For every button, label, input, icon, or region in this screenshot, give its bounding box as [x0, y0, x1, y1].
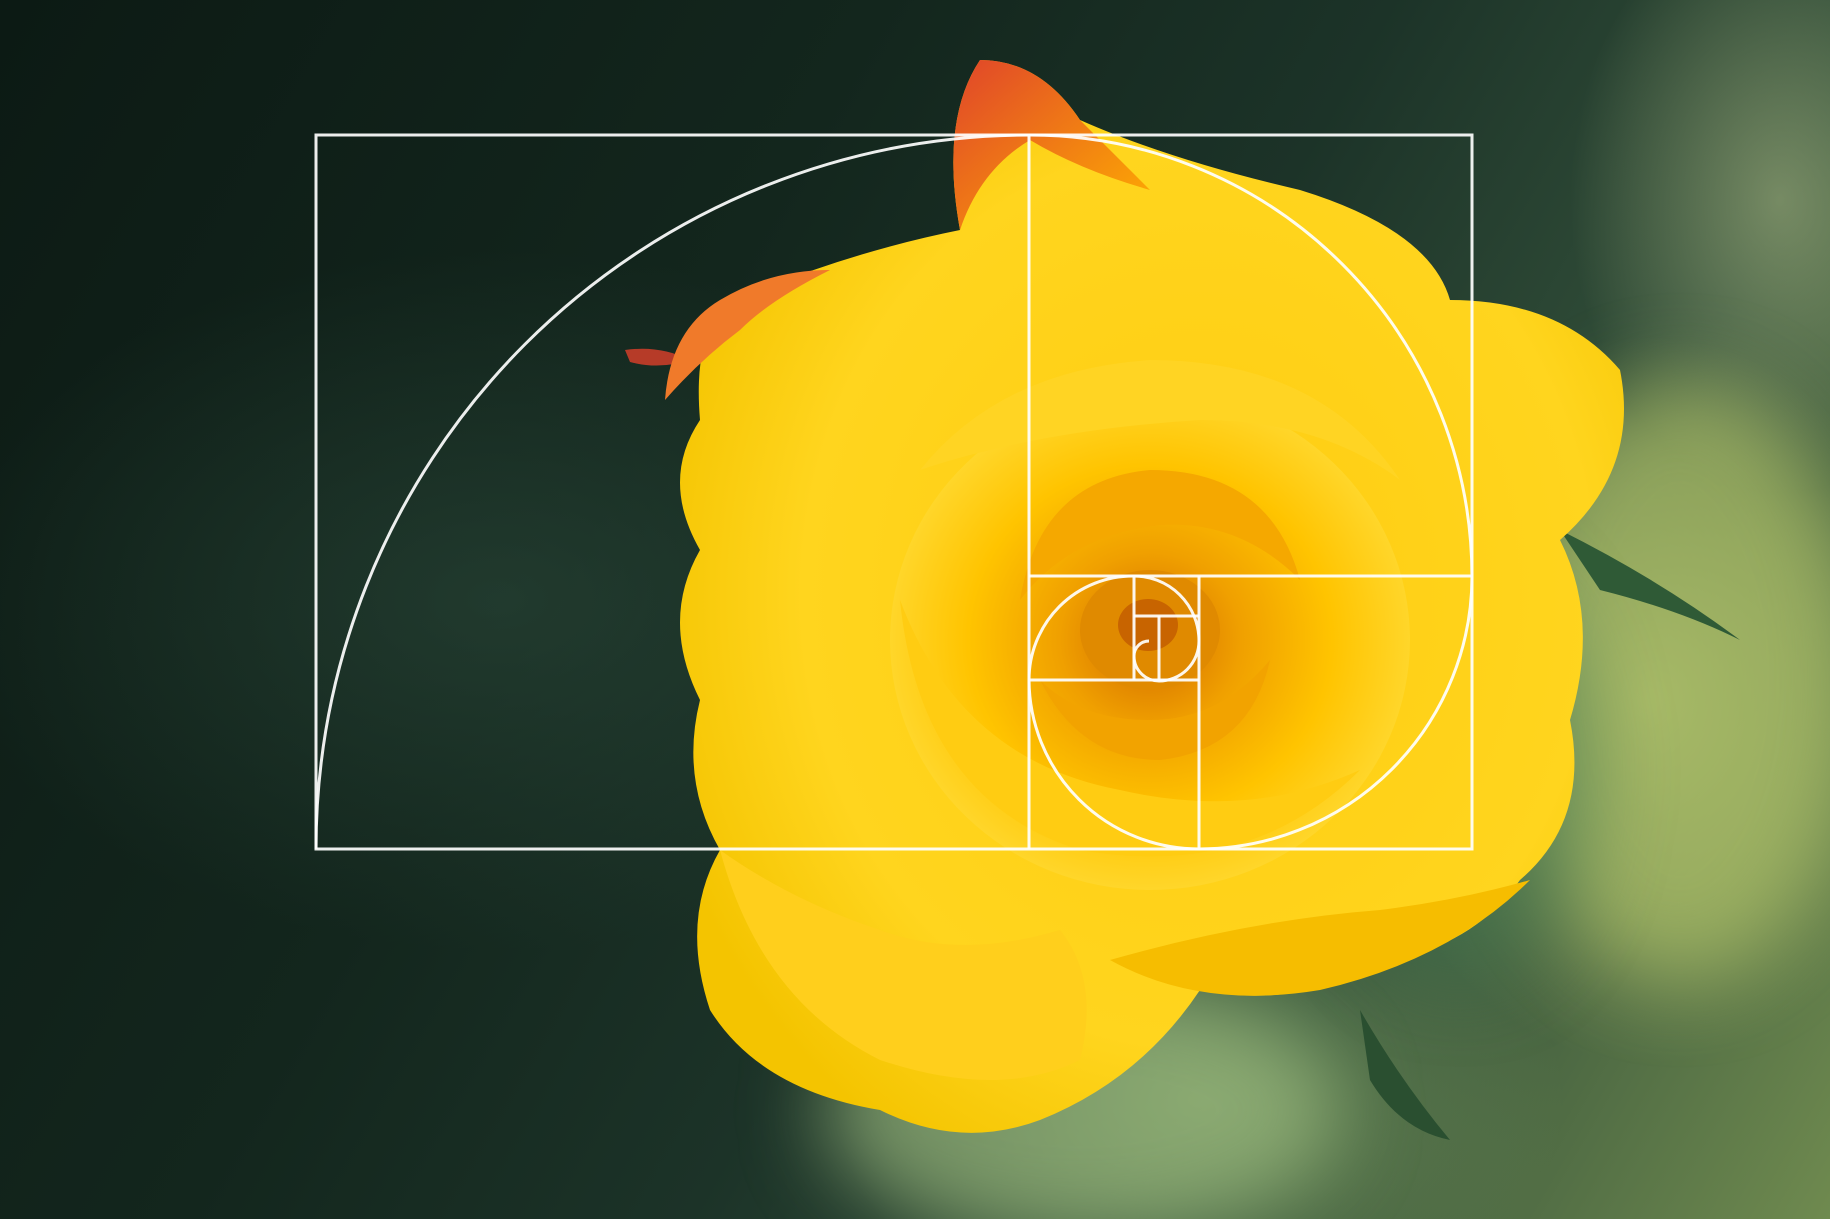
sepal-leaf: [1360, 1010, 1450, 1140]
inner-petal: [900, 600, 1360, 857]
sepal-leaf: [1560, 530, 1740, 640]
inner-petal: [920, 360, 1400, 480]
lower-petal: [720, 850, 1087, 1080]
petal-red-edge: [665, 270, 830, 400]
golden-spiral: [314, 133, 1474, 851]
inner-petal: [1020, 470, 1300, 600]
inner-petal: [1040, 660, 1270, 760]
golden-rectangle: [314, 133, 1474, 851]
petal-red-edge: [953, 60, 1150, 230]
lower-petal: [1110, 880, 1530, 996]
